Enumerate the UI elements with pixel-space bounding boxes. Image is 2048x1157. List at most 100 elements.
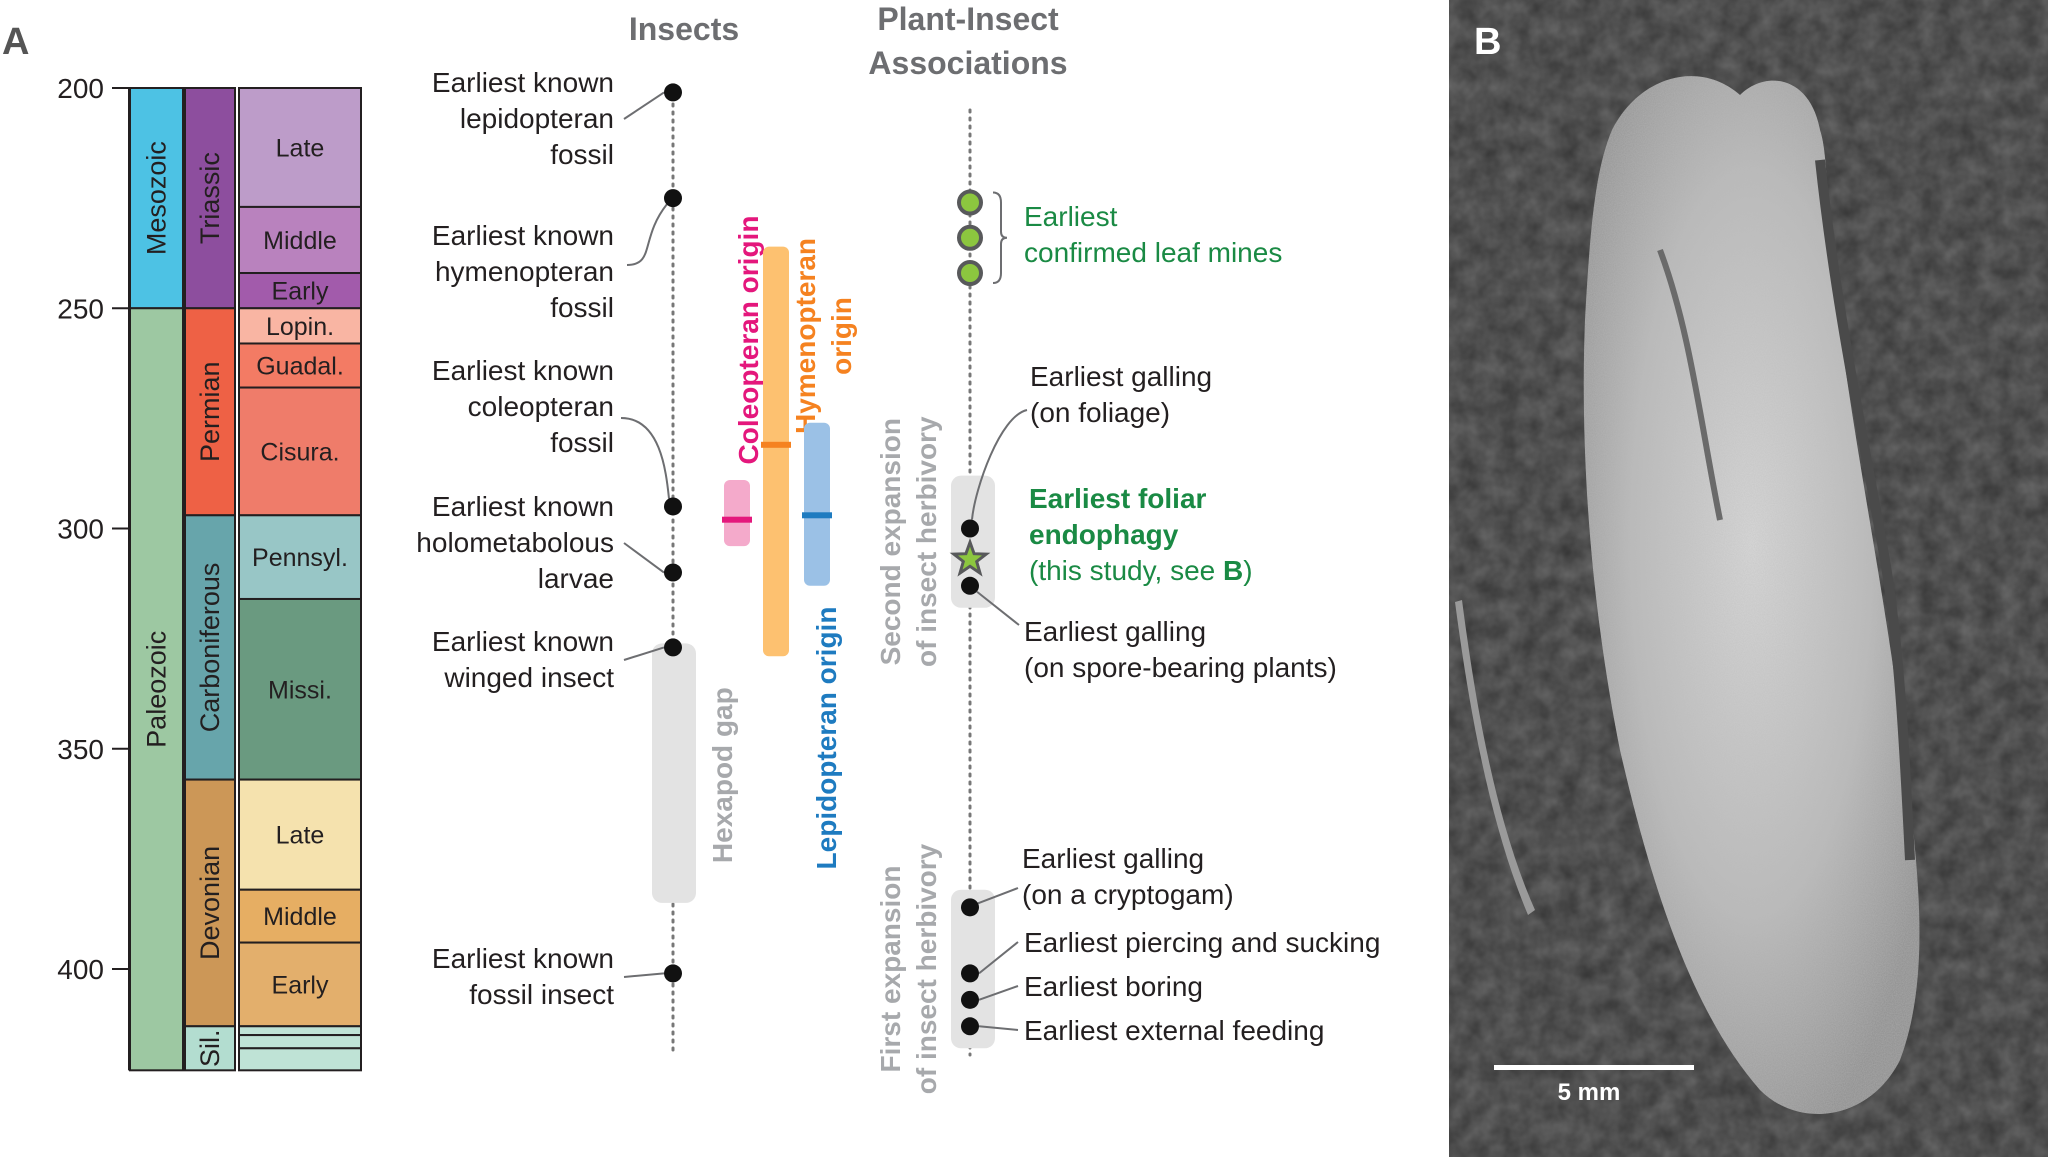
epoch-label-lopin-3: Lopin.: [266, 313, 334, 341]
association-leader-piercing: [978, 941, 1019, 975]
epochs-box-missi-7: [238, 597, 362, 781]
insect-label-winged-line1: Earliest known: [432, 626, 614, 657]
second-expansion-label-line2: of insect herbivory: [911, 416, 942, 667]
insect-leader-coleopteran: [620, 417, 670, 499]
association-leader-external: [978, 1025, 1019, 1031]
association-label-galling-foliage-line2: (on foliage): [1030, 397, 1170, 428]
fossil-photo-panel: B 5 mm: [1449, 0, 2048, 1157]
fossil-side-fragment: [1455, 600, 1535, 915]
epochs-box-early-2: [238, 272, 362, 310]
leaf-mines-label-line1: Earliest: [1024, 201, 1118, 232]
association-label-galling-cryptogam-line2: (on a cryptogam): [1022, 879, 1234, 910]
lepidopteran-origin-estimate-mark: [802, 512, 832, 519]
insect-point-coleopteran: [664, 497, 682, 516]
association-leader-galling-spore: [976, 590, 1020, 626]
era-label-mesozoic: Mesozoic: [142, 141, 172, 255]
period-label-devonian: Devonian: [195, 846, 225, 960]
insect-label-coleopteran-line1: Earliest known: [432, 355, 614, 386]
coleopteran-origin-estimate-mark: [722, 516, 752, 523]
hymenopteran-origin-range-bar: [763, 246, 789, 657]
panel-b-label: B: [1474, 21, 1501, 63]
association-leader-galling-foliage: [971, 409, 1028, 520]
association-leader-boring: [978, 985, 1019, 1001]
association-point-piercing: [961, 964, 979, 983]
insect-point-winged: [664, 638, 682, 657]
epochs-box-lopin-3: [238, 307, 362, 345]
coleopteran-origin-range-bar: [724, 480, 750, 547]
axis-tick-label-250: 250: [57, 293, 104, 324]
leaf-mines-label-line2: confirmed leaf mines: [1024, 237, 1282, 268]
hexapod-gap-bar: [652, 643, 696, 903]
insect-label-lepidopteran-line1: Earliest known: [432, 67, 614, 98]
axis-tick-label-200: 200: [57, 73, 104, 104]
epochs-box-blank-12: [238, 1034, 362, 1050]
scale-bar-label: 5 mm: [1558, 1079, 1621, 1106]
epoch-label-early-2: Early: [272, 278, 329, 306]
epoch-label-middle-9: Middle: [263, 903, 337, 931]
insect-label-hymenopteran-line1: Earliest known: [432, 220, 614, 251]
endophagy-note: (this study, see B): [1029, 555, 1253, 586]
second-expansion-band: [951, 475, 995, 608]
endophagy-note-suffix: ): [1243, 555, 1252, 586]
coleopteran-origin-label-line1: Coleopteran origin: [733, 216, 764, 465]
period-label-carboniferous: Carboniferous: [195, 563, 225, 733]
association-point-boring: [961, 990, 979, 1009]
eras-box-paleozoic-1: [129, 307, 184, 1072]
insect-point-hymenopteran: [664, 189, 682, 208]
insect-label-holometabolous-line3: larvae: [538, 563, 614, 594]
association-point-galling-spore: [961, 576, 979, 595]
association-point-galling-cryptogam: [961, 898, 979, 917]
hexapod-gap-label: Hexapod gap: [707, 687, 738, 863]
epochs-box-blank-11: [238, 1025, 362, 1037]
insect-label-hymenopteran-line2: hymenopteran: [435, 256, 614, 287]
hymenopteran-origin-label-line1: Hymenopteran: [790, 238, 821, 434]
endophagy-note-ref: B: [1223, 555, 1243, 586]
epochs-box-middle-9: [238, 888, 362, 944]
insect-label-fossil-insect-line2: fossil insect: [469, 979, 614, 1010]
insect-label-coleopteran-line3: fossil: [550, 427, 614, 458]
eras-box-mesozoic-0: [129, 87, 184, 310]
epochs-box-late-0: [238, 87, 362, 208]
endophagy-star: [949, 537, 991, 577]
periods-box-sil-4: [184, 1025, 236, 1072]
insect-label-lepidopteran-line2: lepidopteran: [460, 103, 614, 134]
insect-leader-lepidopteran: [623, 91, 665, 120]
first-expansion-label-line1: First expansion: [875, 866, 906, 1073]
association-leader-galling-cryptogam: [977, 887, 1019, 905]
fossil-leaf-grain: [1583, 76, 1920, 1115]
epoch-label-late-0: Late: [276, 134, 325, 162]
insect-label-winged-line2: winged insect: [443, 662, 614, 693]
insects-title: Insects: [629, 11, 739, 47]
association-label-piercing-line1: Earliest piercing and sucking: [1024, 927, 1380, 958]
insect-label-holometabolous-line2: holometabolous: [416, 527, 614, 558]
insect-leader-holometabolous: [623, 542, 665, 574]
insect-label-fossil-insect-line1: Earliest known: [432, 943, 614, 974]
epoch-label-guadal-4: Guadal.: [256, 353, 344, 381]
association-label-galling-spore-line1: Earliest galling: [1024, 616, 1206, 647]
leaf-mine-point-3: [957, 260, 983, 287]
insect-label-holometabolous-line1: Earliest known: [432, 491, 614, 522]
periods-box-devonian-3: [184, 778, 236, 1028]
insect-point-fossil-insect: [664, 964, 682, 983]
association-label-external-line1: Earliest external feeding: [1024, 1015, 1324, 1046]
insect-label-lepidopteran-line3: fossil: [550, 139, 614, 170]
panel-a-label: A: [2, 21, 29, 63]
epoch-label-cisura-5: Cisura.: [260, 438, 339, 466]
second-expansion-label-line1: Second expansion: [875, 418, 906, 665]
epochs-box-pennsyl-6: [238, 514, 362, 600]
geologic-timescale: MesozoicPaleozoicTriassicPermianCarbonif…: [129, 87, 362, 1072]
epoch-label-middle-1: Middle: [263, 227, 337, 255]
fossil-mine-trace: [1815, 159, 1915, 861]
epoch-label-late-8: Late: [276, 822, 325, 850]
association-point-galling-foliage: [961, 519, 979, 538]
leaf-mine-point-2: [957, 224, 983, 251]
associations-title-line2: Associations: [868, 45, 1067, 81]
lepidopteran-origin-label-line1: Lepidopteran origin: [811, 607, 842, 870]
endophagy-title-line2: endophagy: [1029, 519, 1179, 550]
era-label-paleozoic: Paleozoic: [142, 631, 172, 748]
axis-tick-label-350: 350: [57, 734, 104, 765]
epoch-label-early-10: Early: [272, 971, 329, 999]
insect-point-holometabolous: [664, 563, 682, 582]
